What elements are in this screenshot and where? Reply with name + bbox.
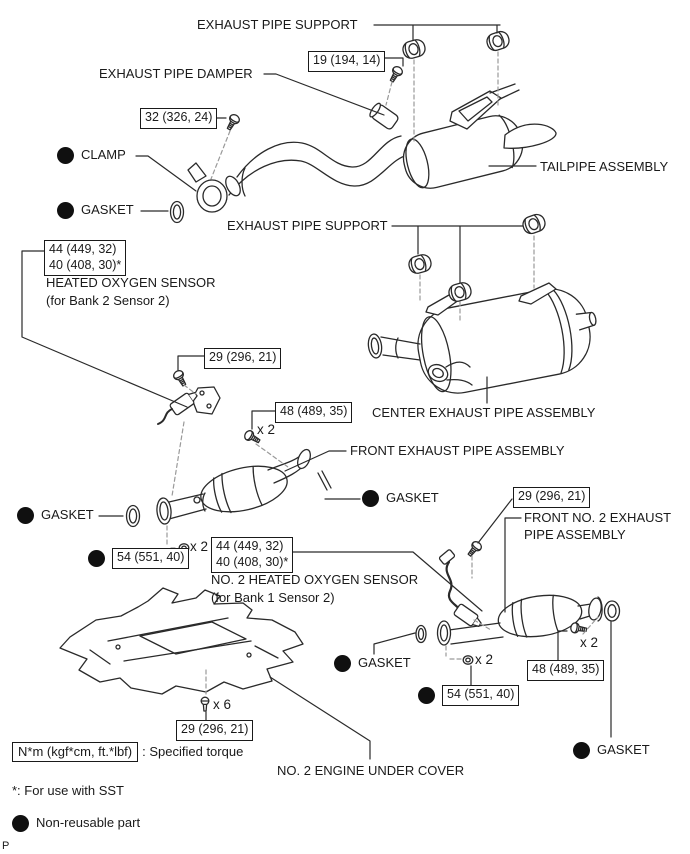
leader-lines bbox=[21, 24, 612, 760]
non-reusable-bullet-icon bbox=[57, 147, 74, 164]
gasket-label-row-studs: GASKET bbox=[362, 490, 439, 507]
label-gasket: GASKET bbox=[358, 655, 411, 671]
torque-box-29-sensor-bracket: 29 (296, 21) bbox=[204, 348, 282, 369]
quantity-x2-no2-nut: x 2 bbox=[475, 652, 494, 667]
label-front-no2-exhaust-line1: FRONT NO. 2 EXHAUST bbox=[524, 510, 672, 525]
clamp-label-row: CLAMP bbox=[57, 147, 126, 164]
non-reusable-bullet-icon bbox=[418, 686, 435, 704]
label-front-no2-exhaust-line2: PIPE ASSEMBLY bbox=[524, 527, 626, 542]
label-exhaust-pipe-support-top: EXHAUST PIPE SUPPORT bbox=[197, 17, 358, 32]
center-exhaust-pipe-drawing bbox=[367, 211, 597, 394]
quantity-x2-front-bolt: x 2 bbox=[257, 422, 276, 437]
torque-box-54-front: 54 (551, 40) bbox=[112, 548, 190, 569]
quantity-x2-front-nut: x 2 bbox=[190, 539, 209, 554]
torque-legend-row: N*m (kgf*cm, ft.*lbf) : Specified torque bbox=[12, 742, 243, 762]
gasket-label-row-mid: GASKET bbox=[334, 655, 411, 672]
torque-54-row-no2: 54 (551, 40) bbox=[418, 685, 520, 706]
quantity-x2-no2-bolt: x 2 bbox=[580, 635, 599, 650]
torque-44: 44 (449, 32) bbox=[216, 539, 284, 553]
gasket-label-row-bottom: GASKET bbox=[573, 742, 650, 759]
torque-box-44-40-bank1: 44 (449, 32) 40 (408, 30)* bbox=[211, 537, 294, 574]
label-front-exhaust-pipe-assembly: FRONT EXHAUST PIPE ASSEMBLY bbox=[350, 443, 565, 458]
label-exhaust-pipe-damper: EXHAUST PIPE DAMPER bbox=[99, 66, 253, 81]
torque-box-44-40-bank2: 44 (449, 32) 40 (408, 30)* bbox=[44, 240, 127, 277]
label-no2-heated-oxygen-sensor-sub: (for Bank 1 Sensor 2) bbox=[211, 590, 335, 605]
label-no2-engine-under-cover: NO. 2 ENGINE UNDER COVER bbox=[277, 763, 465, 778]
sst-note: *: For use with SST bbox=[12, 783, 124, 798]
clamp-part bbox=[187, 162, 228, 213]
page-mark: P bbox=[2, 840, 10, 852]
torque-40: 40 (408, 30)* bbox=[49, 257, 122, 272]
torque-legend-caption: : Specified torque bbox=[142, 743, 244, 759]
torque-box-48-front: 48 (489, 35) bbox=[275, 402, 353, 423]
label-heated-oxygen-sensor-sub: (for Bank 2 Sensor 2) bbox=[46, 293, 170, 308]
torque-44: 44 (449, 32) bbox=[49, 242, 117, 256]
exhaust-pipe-damper-part bbox=[369, 102, 399, 130]
non-reusable-label: Non-reusable part bbox=[36, 815, 141, 831]
torque-box-48-no2: 48 (489, 35) bbox=[527, 660, 605, 681]
front-no2-exhaust-pipe-drawing bbox=[200, 539, 621, 712]
quantity-x6-cover-screws: x 6 bbox=[213, 697, 232, 712]
label-center-exhaust-pipe-assembly: CENTER EXHAUST PIPE ASSEMBLY bbox=[372, 405, 596, 420]
torque-box-29-no2-sensor: 29 (296, 21) bbox=[513, 487, 591, 508]
gasket-part bbox=[169, 200, 185, 224]
torque-box-29-cover: 29 (296, 21) bbox=[176, 720, 254, 741]
torque-box-32: 32 (326, 24) bbox=[140, 108, 218, 129]
label-gasket: GASKET bbox=[41, 507, 94, 523]
torque-box-19: 19 (194, 14) bbox=[308, 51, 386, 72]
label-exhaust-pipe-support-mid: EXHAUST PIPE SUPPORT bbox=[227, 218, 388, 233]
label-gasket: GASKET bbox=[81, 202, 134, 218]
non-reusable-bullet-icon bbox=[57, 202, 74, 219]
torque-box-54-no2: 54 (551, 40) bbox=[442, 685, 520, 706]
torque-54-row-front: 54 (551, 40) bbox=[88, 548, 190, 569]
label-tailpipe-assembly: TAILPIPE ASSEMBLY bbox=[540, 159, 669, 174]
label-gasket: GASKET bbox=[597, 742, 650, 758]
gasket-part bbox=[125, 504, 141, 528]
gasket-label-row-top: GASKET bbox=[57, 202, 134, 219]
tailpipe-assembly-drawing bbox=[169, 28, 557, 224]
non-reusable-bullet-icon bbox=[88, 549, 105, 567]
non-reusable-bullet-icon bbox=[12, 815, 29, 832]
torque-unit-box: N*m (kgf*cm, ft.*lbf) bbox=[12, 742, 139, 762]
non-reusable-bullet-icon bbox=[573, 742, 590, 759]
label-no2-heated-oxygen-sensor: NO. 2 HEATED OXYGEN SENSOR bbox=[211, 572, 419, 587]
label-gasket: GASKET bbox=[386, 490, 439, 506]
non-reusable-bullet-icon bbox=[334, 655, 351, 672]
gasket-label-row-left: GASKET bbox=[17, 507, 94, 524]
non-reusable-bullet-icon bbox=[362, 490, 379, 507]
engine-under-cover-drawing bbox=[59, 587, 304, 695]
non-reusable-legend-row: Non-reusable part bbox=[12, 815, 140, 832]
torque-40: 40 (408, 30)* bbox=[216, 554, 289, 569]
label-heated-oxygen-sensor: HEATED OXYGEN SENSOR bbox=[46, 275, 216, 290]
front-exhaust-pipe-drawing bbox=[125, 368, 332, 553]
label-clamp: CLAMP bbox=[81, 147, 126, 163]
non-reusable-bullet-icon bbox=[17, 507, 34, 524]
